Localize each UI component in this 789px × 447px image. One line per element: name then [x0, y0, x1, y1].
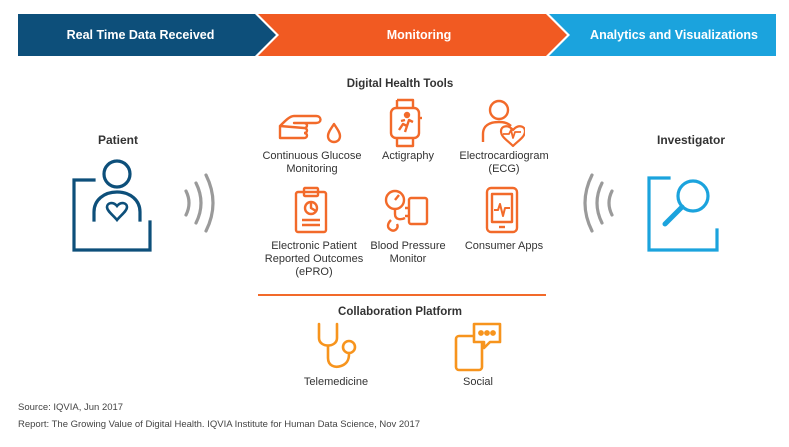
ecg-person-icon [481, 99, 525, 148]
tool-label-line: Consumer Apps [464, 240, 544, 252]
pipeline-banner [18, 14, 776, 56]
tool-label: Electrocardiogram (ECG) [445, 150, 563, 176]
source-note: Source: IQVIA, Jun 2017 [18, 402, 124, 413]
tool-label-line: Electronic Patient [271, 240, 357, 252]
collab-label: Telemedicine [303, 376, 369, 388]
stage-3-arrow [549, 14, 776, 56]
blood-pressure-icon [384, 189, 429, 232]
tool-label-line: Blood Pressure [370, 240, 446, 252]
tool-label: Consumer Apps [445, 240, 563, 253]
stage-1-label: Real Time Data Received [66, 28, 215, 42]
section-divider [258, 294, 546, 296]
digital-health-title: Digital Health Tools [346, 78, 454, 90]
right-signal-icon [583, 173, 614, 233]
tool-label-line: Reported Outcomes [264, 253, 364, 265]
stage-2-label: Monitoring [386, 28, 452, 42]
tool-label-line: Electrocardiogram [459, 150, 549, 162]
collab-label: Social [463, 376, 493, 388]
investigator-label: Investigator [656, 133, 725, 147]
tool-label-line: Actigraphy [382, 150, 434, 162]
chat-phone-icon [454, 322, 502, 372]
tool-label: Actigraphy [360, 150, 456, 163]
patient-heart-icon [72, 159, 152, 252]
tool-label-line: Monitoring [286, 163, 338, 175]
tool-label: Electronic Patient Reported Outcomes (eP… [255, 240, 373, 279]
tool-label-line: Continuous Glucose [262, 150, 362, 162]
report-note: Report: The Growing Value of Digital Hea… [18, 419, 421, 430]
stage-2-arrow [258, 14, 567, 56]
smartwatch-icon [389, 98, 422, 148]
patient-label: Patient [97, 133, 138, 147]
magnifier-icon [647, 176, 719, 252]
stage-3-label: Analytics and Visualizations [590, 28, 758, 42]
tool-label-line: (ECG) [488, 163, 520, 175]
left-signal-icon [184, 173, 215, 233]
tablet-app-icon [485, 186, 519, 234]
clipboard-icon [294, 186, 328, 234]
tool-label-line: Monitor [389, 253, 427, 265]
tool-label: Blood Pressure Monitor [360, 240, 456, 266]
glucose-finger-icon [278, 114, 342, 144]
collaboration-title: Collaboration Platform [338, 306, 462, 318]
tool-label: Continuous Glucose Monitoring [253, 150, 371, 176]
tool-label-line: (ePRO) [295, 266, 333, 278]
stage-1-arrow [18, 14, 276, 56]
stethoscope-icon [317, 322, 357, 369]
